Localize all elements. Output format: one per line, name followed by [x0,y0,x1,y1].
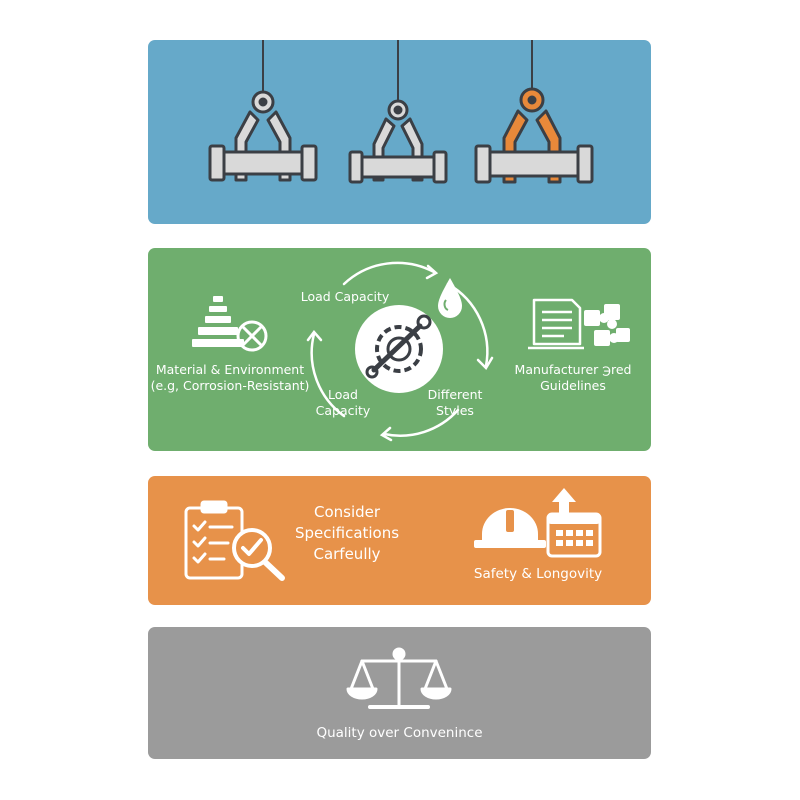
prohibited-icon [236,320,268,352]
label-different-styles: Different Styles [427,387,483,418]
specifications-safety-panel: Consider Specifications Carfeully Safety… [148,476,651,605]
stacked-weights-icon [192,296,244,347]
panel-background [148,40,651,224]
gear-wrench-icon [355,305,443,393]
calendar-icon [546,512,602,558]
label-material-environment: Material & Environment (e.g, Corrosion-R… [150,362,310,393]
label-manufacturer-guidelines: Manufacturer ℈red Guidelines [514,362,632,393]
cycle-arrows-icon [306,261,494,442]
up-arrow-icon [552,488,576,514]
lifting-clamps-panel [148,40,651,224]
overhead-clamp-icon-highlighted [474,40,594,184]
label-consider-specifications: Consider Specifications Carfeully [294,503,400,563]
overhead-clamp-icon [208,40,318,182]
water-drop-icon [438,278,462,318]
label-load-capacity-top: Load Capacity [300,289,390,304]
document-icon [528,298,584,350]
magnifier-check-icon [232,528,285,581]
balance-scale-icon [346,647,452,709]
overhead-clamp-icon [348,40,448,184]
label-safety-longevity: Safety & Longovity [473,566,603,582]
hard-hat-icon [474,508,546,548]
checklist-clipboard-icon [184,500,244,580]
selection-factors-panel: Load Capacity Material & Environment (e.… [148,248,651,451]
quality-panel: Quality over Convenince [148,627,651,759]
puzzle-icon [584,304,630,346]
label-quality-over-convenience: Quality over Convenince [316,725,483,741]
label-load-capacity-bottom: Load Capacity [315,387,371,418]
